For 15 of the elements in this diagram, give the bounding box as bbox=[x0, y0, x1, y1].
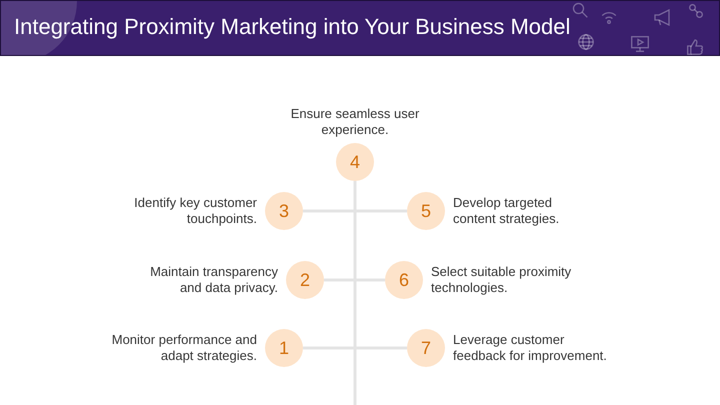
step-number: 7 bbox=[420, 338, 431, 358]
step-description: Select suitable proximity technologies. bbox=[431, 264, 572, 296]
step-number: 1 bbox=[278, 338, 289, 358]
step-number: 4 bbox=[350, 152, 360, 172]
step-description: Ensure seamless user experience. bbox=[290, 106, 420, 138]
step-description: Develop targeted content strategies. bbox=[453, 195, 560, 227]
step-number: 3 bbox=[278, 202, 289, 220]
step-number: 2 bbox=[300, 270, 310, 290]
title: Integrating Proximity Marketing into Your Business Model bbox=[14, 14, 570, 40]
step-number: 6 bbox=[398, 270, 409, 290]
step-description: Maintain transparency and data privacy. bbox=[149, 264, 278, 296]
step-number: 5 bbox=[420, 202, 431, 220]
step-description: Identify key customer touchpoints. bbox=[133, 195, 257, 227]
step-description: Monitor performance and adapt strategies. bbox=[110, 332, 257, 364]
step-description: Leverage customer feedback for improvement. bbox=[453, 332, 608, 364]
